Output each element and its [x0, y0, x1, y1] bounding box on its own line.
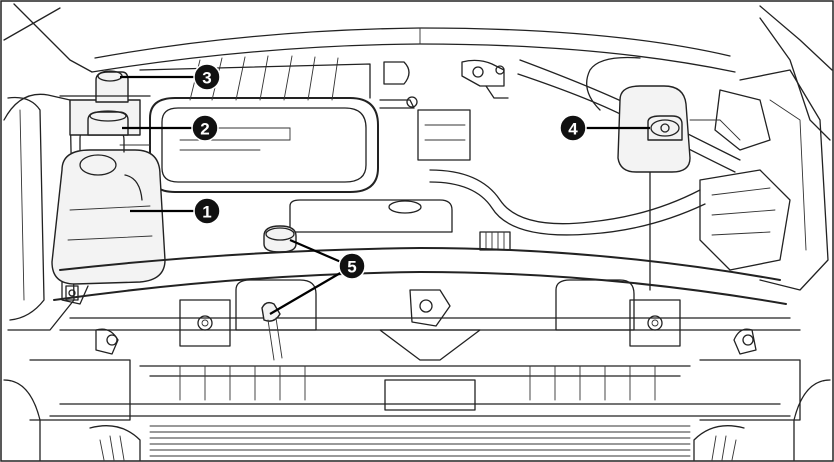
callout-3-label: 3	[202, 69, 211, 88]
center-reservoir	[289, 199, 453, 233]
upper-reservoirs	[59, 70, 151, 136]
front-grille	[3, 359, 831, 461]
leader-line-5b	[269, 271, 343, 315]
hoses	[429, 59, 741, 251]
callout-5-label: 5	[347, 258, 356, 277]
callout-2-label: 2	[200, 120, 209, 139]
coolant-reservoir	[51, 127, 166, 305]
right-side-components	[649, 89, 791, 291]
cowl-brackets	[379, 59, 509, 161]
callout-1: 1	[193, 197, 221, 225]
callout-4: 4	[559, 114, 587, 142]
callout-2: 2	[191, 114, 219, 142]
callout-5: 5	[338, 252, 366, 280]
callout-4-label: 4	[568, 120, 578, 139]
callout-1-label: 1	[202, 203, 211, 222]
cross-member	[53, 247, 801, 361]
brake-fluid-reservoir	[586, 56, 741, 173]
leader-line-5a	[289, 238, 342, 264]
leader-lines	[120, 75, 650, 315]
callout-3: 3	[193, 63, 221, 91]
oil-filler-cap	[263, 225, 297, 253]
engine-bay-outline	[3, 3, 833, 331]
